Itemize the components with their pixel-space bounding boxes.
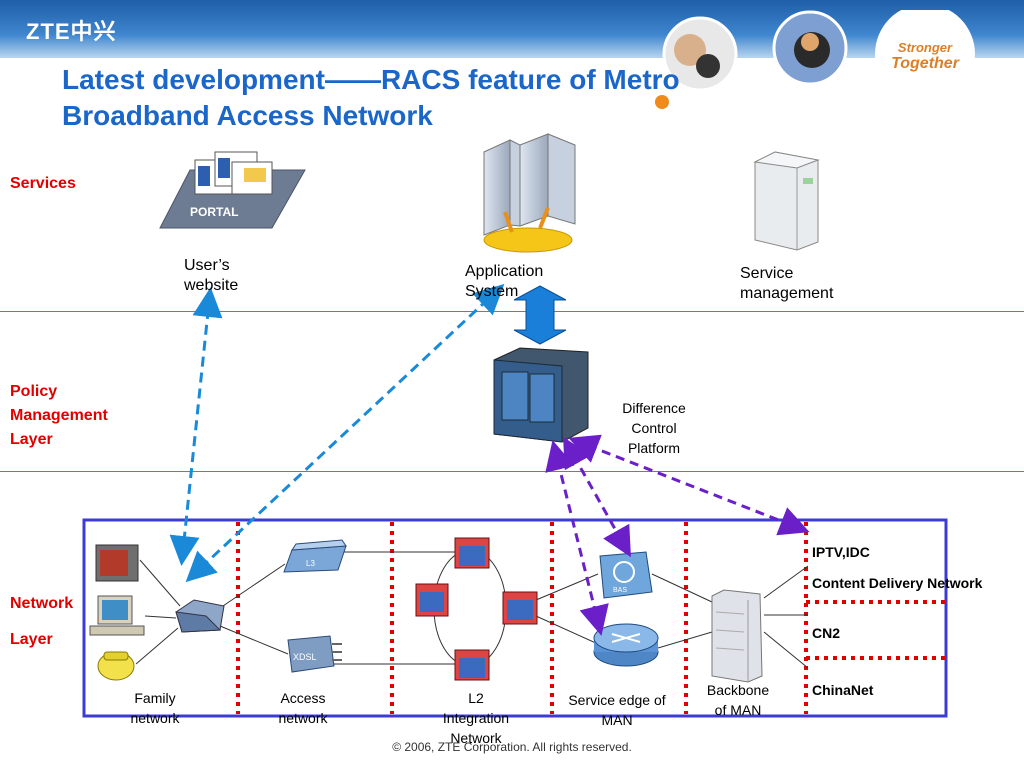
l2-switch-left bbox=[415, 583, 449, 617]
application-line-1: Application bbox=[465, 263, 544, 280]
service-management-server-icon bbox=[753, 151, 820, 251]
backbone-line-1: Backbone bbox=[706, 682, 770, 698]
family-line-2: network bbox=[130, 710, 180, 726]
copyright-footer: © 2006, ZTE Corporation. All rights rese… bbox=[392, 740, 632, 754]
backbone-server-icon bbox=[711, 589, 763, 683]
policy-line-1: Policy bbox=[10, 383, 58, 400]
service-mgmt-line-2: management bbox=[740, 285, 834, 302]
l2-line-3: Network bbox=[450, 730, 502, 746]
users-website-line-2: website bbox=[184, 277, 239, 294]
access-line-1: Access bbox=[280, 690, 326, 706]
edge-line-2: MAN bbox=[601, 712, 633, 728]
photo-accent-2 bbox=[801, 33, 819, 51]
portal-icon bbox=[159, 151, 306, 229]
home-gateway-icon bbox=[175, 599, 225, 633]
l2-switch-top bbox=[454, 537, 490, 569]
photo-face-1 bbox=[674, 34, 706, 66]
purple-dashed-links bbox=[545, 434, 810, 636]
header-decoration bbox=[655, 10, 975, 109]
l3-switch-icon: L3 bbox=[283, 539, 347, 573]
l2-switch-bottom bbox=[454, 649, 490, 681]
network-layer-frame bbox=[82, 518, 948, 718]
l2-integration-network-label: L2 Integration Network bbox=[426, 688, 526, 748]
service-edge-label: Service edge of MAN bbox=[553, 690, 681, 730]
service-management-label: Service management bbox=[740, 264, 833, 304]
slogan-line-2: Together bbox=[891, 55, 959, 72]
family-network-label: Family network bbox=[110, 688, 200, 728]
layer-label-policy: Policy Management Layer bbox=[10, 380, 108, 452]
router-icon bbox=[593, 623, 659, 667]
chinanet-label: ChinaNet bbox=[812, 682, 874, 698]
policy-line-2: Management bbox=[10, 407, 108, 424]
tv-icon bbox=[95, 544, 139, 582]
application-line-2: System bbox=[465, 283, 519, 300]
dcp-line-2: Control bbox=[631, 420, 677, 436]
divider-policy-network bbox=[0, 471, 1024, 472]
family-line-1: Family bbox=[134, 690, 176, 706]
zte-logo: ZTE中兴 bbox=[26, 19, 117, 44]
layer-label-network-1: Network bbox=[10, 595, 74, 612]
service-mgmt-line-1: Service bbox=[740, 265, 794, 282]
title-line-2: Broadband Access Network bbox=[62, 100, 433, 131]
layer-label-network-2: Layer bbox=[10, 631, 53, 648]
access-line-2: network bbox=[278, 710, 328, 726]
edge-line-1: Service edge of bbox=[568, 692, 666, 708]
users-website-label: User’s website bbox=[184, 256, 238, 296]
xdsl-device-text: XDSL bbox=[293, 652, 317, 662]
dcp-label: Difference Control Platform bbox=[604, 398, 704, 458]
dcp-server-icon bbox=[493, 347, 589, 443]
dcp-line-3: Platform bbox=[627, 440, 681, 456]
cn2-label: CN2 bbox=[812, 625, 841, 641]
dcp-line-1: Difference bbox=[622, 400, 686, 416]
backbone-line-2: of MAN bbox=[714, 702, 762, 718]
backbone-label: Backbone of MAN bbox=[690, 680, 786, 720]
cdn-label: Content Delivery Network bbox=[812, 575, 983, 591]
slogan-line-1: Stronger bbox=[897, 40, 953, 55]
l3-device-text: L3 bbox=[306, 559, 315, 568]
application-server-icon bbox=[483, 133, 576, 253]
bas-device-text: BAS bbox=[613, 587, 627, 594]
l2-switch-right bbox=[502, 591, 538, 625]
page-title: Latest development——RACS feature of Metr… bbox=[62, 62, 822, 134]
orange-dot bbox=[655, 95, 669, 109]
iptv-idc-label: IPTV,IDC bbox=[812, 544, 870, 560]
application-system-label: Application System bbox=[465, 262, 543, 302]
policy-line-3: Layer bbox=[10, 431, 53, 448]
bas-device-icon: BAS bbox=[599, 551, 653, 599]
slogan-circle bbox=[875, 10, 975, 104]
pc-icon bbox=[89, 595, 145, 636]
portal-label: PORTAL bbox=[190, 205, 239, 219]
photo-hair-1 bbox=[696, 54, 720, 78]
xdsl-device-icon: XDSL bbox=[287, 635, 342, 673]
blue-dashed-links bbox=[169, 283, 505, 583]
layer-label-services: Services bbox=[10, 175, 76, 192]
header-band bbox=[0, 0, 1024, 58]
title-line-1: Latest development——RACS feature of Metr… bbox=[62, 64, 680, 95]
divider-services-policy bbox=[0, 311, 1024, 312]
slogan: Stronger Together bbox=[870, 40, 980, 72]
access-network-label: Access network bbox=[258, 688, 348, 728]
app-dcp-double-arrow bbox=[513, 285, 567, 345]
users-website-line-1: User’s bbox=[184, 257, 230, 274]
phone-icon bbox=[97, 651, 135, 681]
l2-line-1: L2 bbox=[468, 690, 484, 706]
l2-line-2: Integration bbox=[442, 710, 510, 726]
